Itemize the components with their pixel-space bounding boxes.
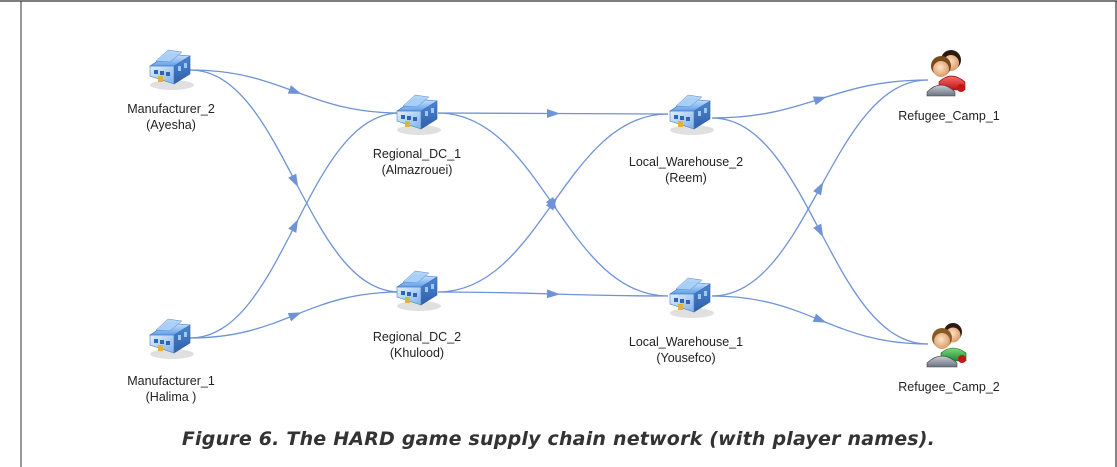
people-group-icon	[926, 322, 967, 368]
edge-layer	[189, 69, 929, 345]
node-label-regional-dc-2: Regional_DC_2 (Khulood)	[373, 330, 461, 360]
player-name: (Yousefco)	[656, 351, 715, 365]
warehouse-icon	[396, 94, 442, 136]
node-label-manufacturer-2: Manufacturer_2 (Ayesha)	[127, 102, 215, 132]
edge-arrowhead	[812, 96, 827, 106]
player-name: (Halima )	[146, 390, 197, 404]
edge-arrowhead	[288, 219, 299, 233]
node-label-local-warehouse-1: Local_Warehouse_1 (Yousefco)	[629, 335, 743, 365]
warehouse-icon	[149, 49, 195, 91]
player-name: (Almazrouei)	[382, 163, 453, 177]
edge-arrowhead	[813, 181, 824, 196]
edge-arrowhead	[287, 312, 302, 322]
edge-arrowhead	[546, 108, 560, 118]
player-name: (Khulood)	[390, 346, 444, 360]
edge-arrowhead	[546, 289, 560, 299]
node-name: Manufacturer_2	[127, 102, 215, 116]
node-label-manufacturer-1: Manufacturer_1 (Halima )	[127, 374, 215, 404]
edge-arrowhead	[813, 223, 824, 238]
people-group-icon	[926, 49, 966, 97]
node-name: Regional_DC_2	[373, 330, 461, 344]
node-label-local-warehouse-2: Local_Warehouse_2 (Reem)	[629, 155, 743, 185]
node-label-regional-dc-1: Regional_DC_1 (Almazrouei)	[373, 147, 461, 177]
warehouse-icon	[669, 94, 715, 136]
edge-arrowhead	[288, 173, 299, 188]
node-name: Refugee_Camp_1	[898, 109, 1000, 123]
node-name: Refugee_Camp_2	[898, 380, 1000, 394]
node-name: Local_Warehouse_1	[629, 335, 743, 349]
node-name: Local_Warehouse_2	[629, 155, 743, 169]
node-label-refugee-camp-1: Refugee_Camp_1	[898, 109, 1000, 123]
warehouse-icon	[669, 277, 715, 319]
node-name: Regional_DC_1	[373, 147, 461, 161]
warehouse-icon	[396, 270, 442, 312]
edge-arrowhead	[545, 197, 558, 211]
warehouse-icon	[149, 318, 195, 360]
player-name: (Reem)	[665, 171, 707, 185]
player-name: (Ayesha)	[146, 118, 196, 132]
icon-layer	[149, 49, 967, 368]
edge-arrowhead	[287, 85, 302, 94]
edge-arrowhead	[812, 313, 827, 323]
node-name: Manufacturer_1	[127, 374, 215, 388]
figure-caption: Figure 6. The HARD game supply chain net…	[181, 428, 936, 450]
node-label-refugee-camp-2: Refugee_Camp_2	[898, 380, 1000, 394]
